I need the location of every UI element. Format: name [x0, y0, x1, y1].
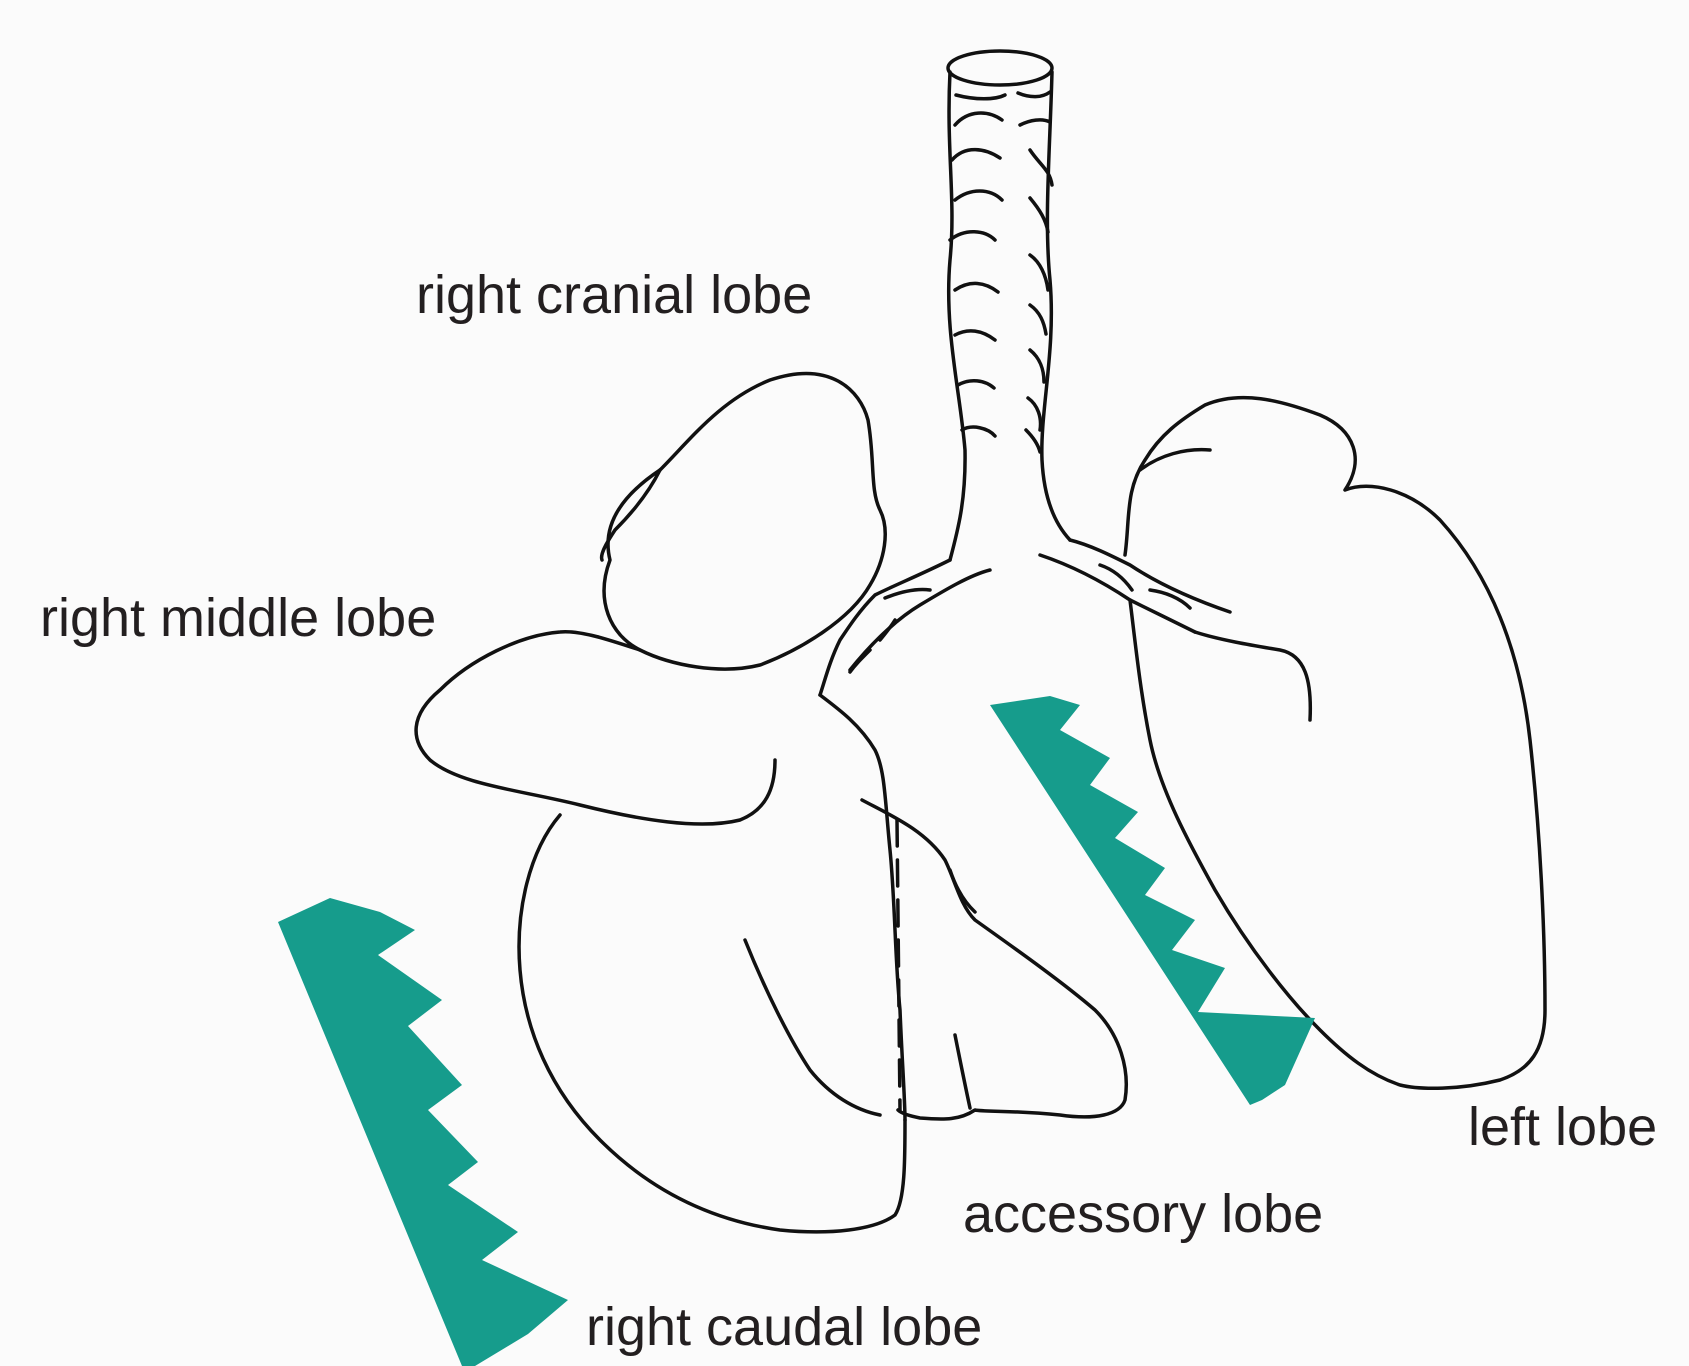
bronchus-left-inner: [1040, 555, 1195, 632]
midline-dashed: [897, 820, 900, 1110]
right-caudal-lobe-inner: [820, 695, 905, 1120]
right-cranial-lobe-outline: [604, 374, 885, 670]
right-caudal-lobe-outline: [519, 815, 905, 1232]
accessory-lobe-fissure: [955, 1035, 970, 1108]
right-caudal-lobe-fissure: [745, 940, 880, 1115]
trachea-ring-3: [952, 150, 1052, 185]
bronchus-branch-r3: [850, 650, 870, 672]
bronchus-branch-r2: [880, 620, 895, 640]
label-right-caudal-lobe: right caudal lobe: [586, 1300, 982, 1354]
trachea-ring-5: [950, 232, 1048, 290]
label-right-cranial-lobe: right cranial lobe: [416, 268, 812, 322]
left-lobe-fissure: [1195, 632, 1310, 720]
trachea-ring-8: [958, 381, 1041, 430]
trachea-ring-4: [955, 191, 1048, 232]
label-accessory-lobe: accessory lobe: [963, 1187, 1323, 1241]
trachea-top-ring: [948, 51, 1052, 85]
trachea-ring-7: [955, 331, 1044, 382]
trachea-left-wall: [949, 72, 965, 560]
bronchus-branch-r1: [885, 589, 930, 598]
bronchus-right-main: [820, 560, 950, 695]
trachea-ring-2: [955, 113, 1050, 125]
trachea-ring-1: [956, 92, 1050, 99]
trachea-ring-6: [955, 283, 1046, 334]
right-middle-lobe-outline: [416, 632, 775, 824]
trachea-ring-9: [962, 427, 1040, 452]
bronchus-left-main: [1070, 540, 1230, 612]
arrow-right-caudal: [278, 898, 568, 1366]
label-right-middle-lobe: right middle lobe: [40, 591, 436, 645]
label-left-lobe: left lobe: [1468, 1100, 1657, 1154]
right-cranial-lobe-fissure: [602, 470, 660, 560]
trachea-right-wall: [1042, 72, 1070, 540]
accessory-lobe-notch: [950, 870, 975, 912]
trachea: [948, 51, 1070, 560]
